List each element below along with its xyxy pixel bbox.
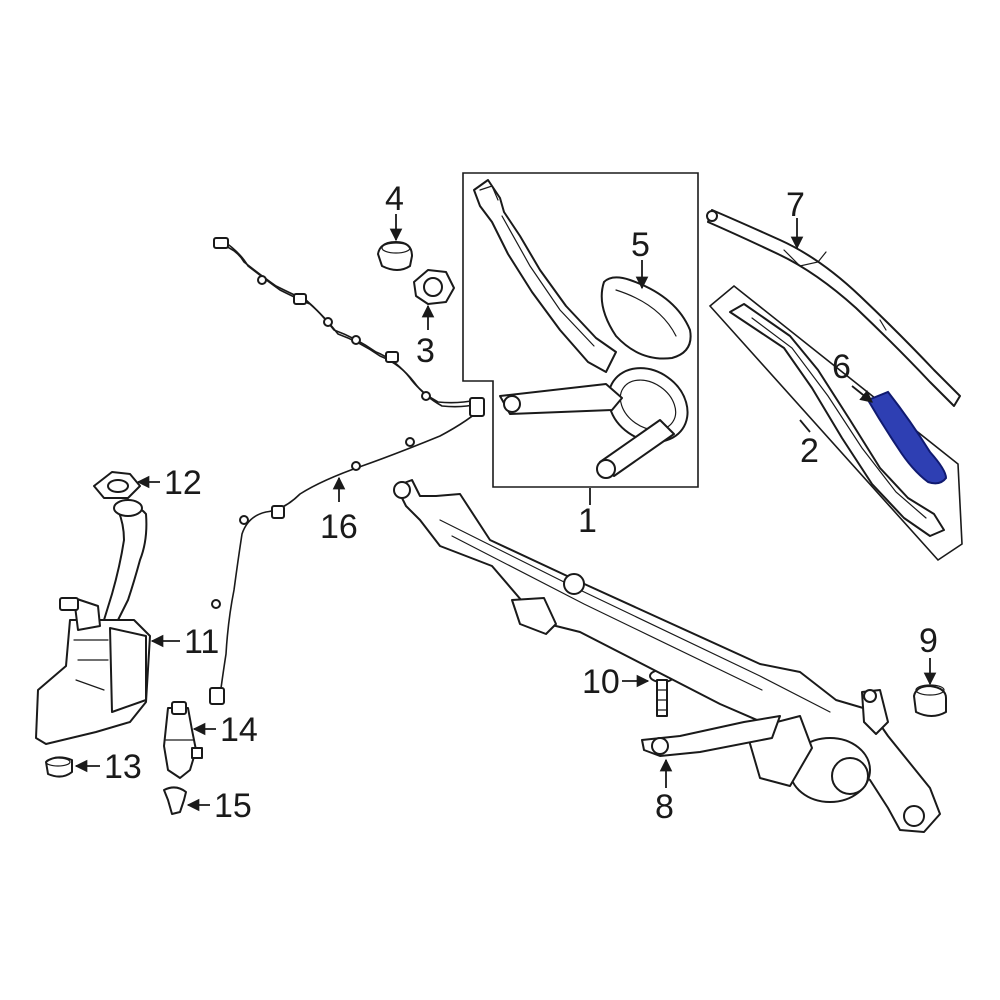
- part-13-grommet[interactable]: [45, 756, 73, 778]
- callout-15: 15: [214, 787, 252, 825]
- part-9-bushing[interactable]: [913, 684, 947, 717]
- callout-9: 9: [919, 622, 938, 660]
- highlighted-part-6: [866, 390, 948, 485]
- callout-labels: 1 2 3 4 5 6 7 8 9 10 11 12 13 14 15 16: [104, 180, 938, 826]
- leader-2: [799, 419, 811, 433]
- callout-7: 7: [786, 186, 805, 224]
- callout-6: 6: [832, 348, 851, 386]
- part-8-wiper-linkage-motor[interactable]: [393, 479, 941, 833]
- callout-8: 8: [655, 788, 674, 826]
- callout-5: 5: [631, 226, 650, 264]
- part-5-arm-cap[interactable]: [600, 276, 692, 360]
- callout-3: 3: [416, 332, 435, 370]
- part-12-grommet-plate[interactable]: [93, 471, 141, 499]
- part-4-cap[interactable]: [377, 241, 413, 271]
- leader-lines: [74, 214, 937, 812]
- part-3-nut[interactable]: [413, 269, 455, 305]
- part-11-washer-reservoir[interactable]: [35, 499, 151, 745]
- part-1-wiper-arm[interactable]: [473, 179, 702, 479]
- part-14-washer-pump[interactable]: [163, 701, 203, 779]
- leader-6: [851, 385, 873, 403]
- callout-1: 1: [578, 502, 597, 540]
- callout-16: 16: [320, 508, 358, 546]
- part-2-rear-wiper-arm[interactable]: [708, 284, 963, 562]
- part-1-group-box: [462, 172, 699, 488]
- callout-11: 11: [184, 623, 219, 661]
- callout-14: 14: [220, 711, 258, 749]
- part-7-wiper-blade[interactable]: [706, 209, 961, 407]
- callout-4: 4: [385, 180, 404, 218]
- callout-10: 10: [582, 663, 620, 701]
- part-6-arm-cover[interactable]: [866, 390, 948, 485]
- callout-2: 2: [800, 432, 819, 470]
- part-15-pump-seal[interactable]: [163, 786, 187, 815]
- part-16-washer-hose[interactable]: [209, 237, 485, 705]
- callout-12: 12: [164, 464, 202, 502]
- callout-13: 13: [104, 748, 142, 786]
